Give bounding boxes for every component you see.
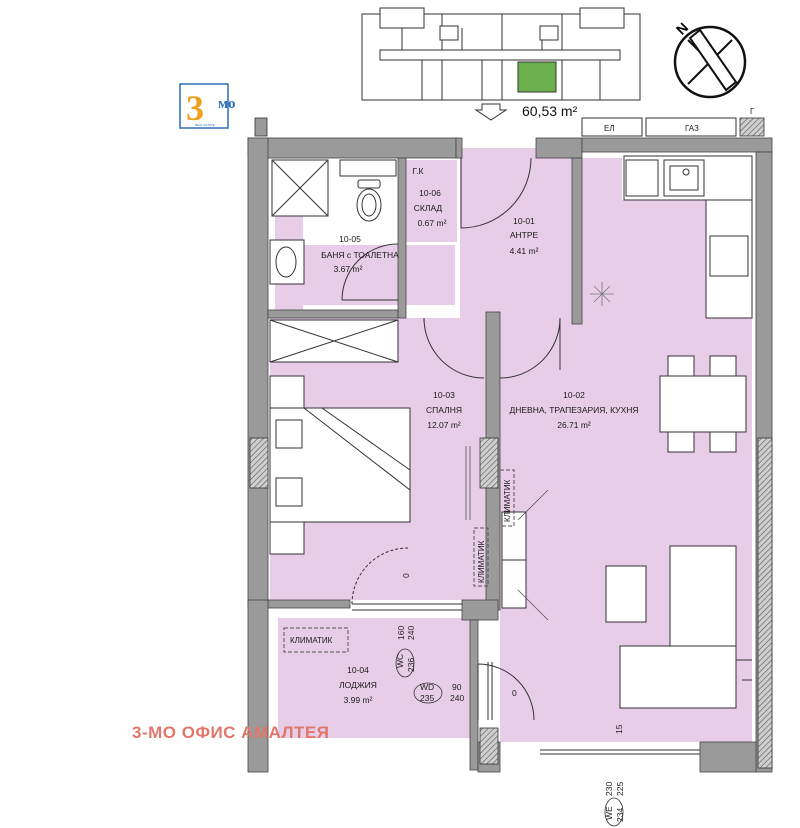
opening-dim-a: 90	[452, 682, 462, 692]
room-name: АНТРЕ	[510, 230, 539, 240]
wardrobe	[269, 319, 399, 363]
duct-g: Г	[750, 107, 755, 116]
apartment-highlight	[517, 61, 557, 93]
opening-dim-b: 225	[615, 782, 625, 796]
room-name: ЛОДЖИЯ	[339, 680, 377, 690]
watermark: 3-МО ОФИС АМАЛТЕЯ	[132, 723, 329, 742]
opening-dim-b: 240	[450, 693, 464, 703]
logo-suffix: мо	[218, 96, 236, 112]
room-id: 10-05	[339, 234, 361, 244]
opening-code: WE	[604, 806, 614, 820]
room-area: 4.41 m²	[510, 246, 539, 256]
room-id: 10-02	[563, 390, 585, 400]
window-markers	[465, 446, 549, 621]
sofa	[605, 545, 752, 709]
room-name: БАНЯ с ТОАЛЕТНА	[321, 250, 399, 260]
room-area: 12.07 m²	[427, 420, 461, 430]
room-name: ДНЕВНА, ТРАПЕЗАРИЯ, КУХНЯ	[509, 405, 638, 415]
room-name: СКЛАД	[414, 203, 443, 213]
room-antre: 10-01 АНТРЕ 4.41 m²	[510, 216, 539, 256]
utility-ducts	[581, 117, 737, 137]
room-bedroom: 10-03 СПАЛНЯ 12.07 m²	[426, 390, 462, 430]
sill-height: 15	[614, 724, 624, 734]
ac-label-loggia: КЛИМАТИК	[290, 636, 333, 645]
doors	[341, 157, 700, 755]
company-logo: 3 мо REAL ESTATE	[179, 83, 236, 129]
duct-el: ЕЛ	[604, 124, 615, 133]
bathroom-fixtures	[269, 159, 397, 285]
room-area: 0.67 m²	[418, 218, 447, 228]
opening-wc: WC 236 160 240	[395, 626, 416, 678]
logo-numeral: 3	[186, 88, 204, 128]
tv-cabinet	[501, 511, 527, 609]
opening-dim-a: 160	[396, 626, 406, 640]
location-arrow-icon	[474, 103, 508, 121]
opening-dim-a: 230	[604, 782, 614, 796]
opening-wd: WD 235 90 240	[413, 682, 464, 704]
duct-gas: ГАЗ	[685, 124, 699, 133]
kitchen-fixtures	[623, 155, 753, 319]
kitchen-vent-icon	[590, 282, 614, 306]
room-id: 10-01	[513, 216, 535, 226]
room-storage: Г.К 10-06 СКЛАД 0.67 m²	[413, 166, 447, 228]
room-tag: Г.К	[413, 166, 424, 176]
compass-icon: N	[673, 19, 747, 99]
total-area: 60,53 m²	[522, 103, 578, 119]
opening-we: WE 234 230 225	[604, 782, 625, 827]
room-id: 10-03	[433, 390, 455, 400]
bed	[269, 375, 411, 555]
room-area: 3.67 m²	[334, 264, 363, 274]
level-mark-bedroom: 0	[401, 573, 411, 578]
opening-dim-b: 240	[406, 626, 416, 640]
hatched-columns	[249, 117, 773, 769]
ac-unit-living	[499, 469, 515, 527]
room-living: 10-02 ДНЕВНА, ТРАПЕЗАРИЯ, КУХНЯ 26.71 m²	[509, 390, 638, 430]
dining-table	[659, 355, 747, 453]
level-mark-loggia: 0	[512, 688, 517, 698]
room-id: 10-06	[419, 188, 441, 198]
room-id: 10-04	[347, 665, 369, 675]
logo-caption: REAL ESTATE	[195, 123, 215, 127]
opening-num: 234	[615, 808, 625, 822]
opening-num: 236	[406, 658, 416, 672]
ac-label-bedroom: КЛИМАТИК	[477, 540, 486, 583]
ac-label-living: КЛИМАТИК	[503, 479, 512, 522]
ac-unit-loggia	[283, 627, 349, 653]
opening-code: WD	[420, 682, 434, 692]
building-key-plan	[361, 7, 641, 101]
opening-num: 235	[420, 693, 434, 703]
room-loggia: 10-04 ЛОДЖИЯ 3.99 m²	[339, 665, 377, 705]
ac-unit-bedroom	[473, 527, 489, 587]
room-area: 26.71 m²	[557, 420, 591, 430]
room-bathroom: 10-05 БАНЯ с ТОАЛЕТНА 3.67 m²	[321, 234, 399, 274]
opening-code: WC	[395, 654, 405, 668]
room-area: 3.99 m²	[344, 695, 373, 705]
room-name: СПАЛНЯ	[426, 405, 462, 415]
